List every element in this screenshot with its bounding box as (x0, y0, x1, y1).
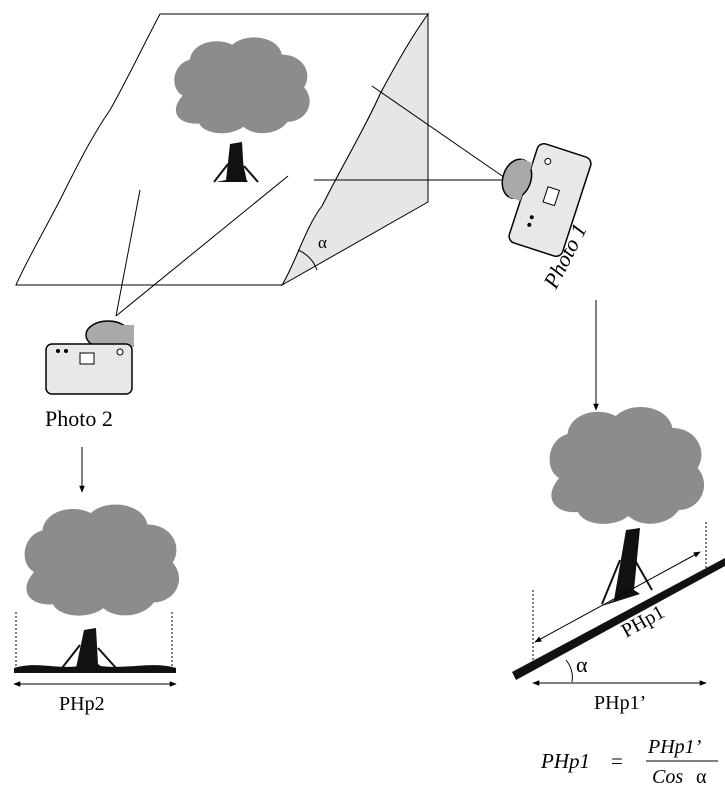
formula: PHp1 = PHp1’ Cos α (540, 736, 718, 788)
php1-prime-label: PHp1’ (594, 692, 646, 714)
slope-angle-label: α (318, 233, 327, 252)
sight-line-photo1-a (371, 85, 509, 181)
slope-angle-arc (297, 249, 318, 271)
slope-front-face (15, 13, 429, 286)
slope-tree (174, 37, 310, 183)
flat-tree (14, 504, 180, 673)
alpha-small-label: α (576, 652, 588, 677)
sloped-tree (512, 406, 725, 680)
sight-line-photo2-b (115, 175, 289, 317)
camera-photo1 (501, 142, 592, 258)
formula-denominator-cos: Cos (652, 766, 683, 788)
photo2-label: Photo 2 (45, 406, 113, 431)
formula-numerator: PHp1’ (647, 736, 702, 758)
formula-lhs: PHp1 (540, 749, 590, 773)
formula-denominator-alpha: α (696, 766, 707, 788)
php1-dimension-arrow (534, 551, 701, 643)
camera-photo2 (45, 320, 134, 395)
php2-label: PHp2 (59, 693, 105, 715)
sight-line-photo2-a (115, 189, 141, 317)
alpha-arc-small (565, 659, 573, 683)
formula-equals: = (611, 749, 623, 773)
slope-block: α (15, 12, 509, 317)
